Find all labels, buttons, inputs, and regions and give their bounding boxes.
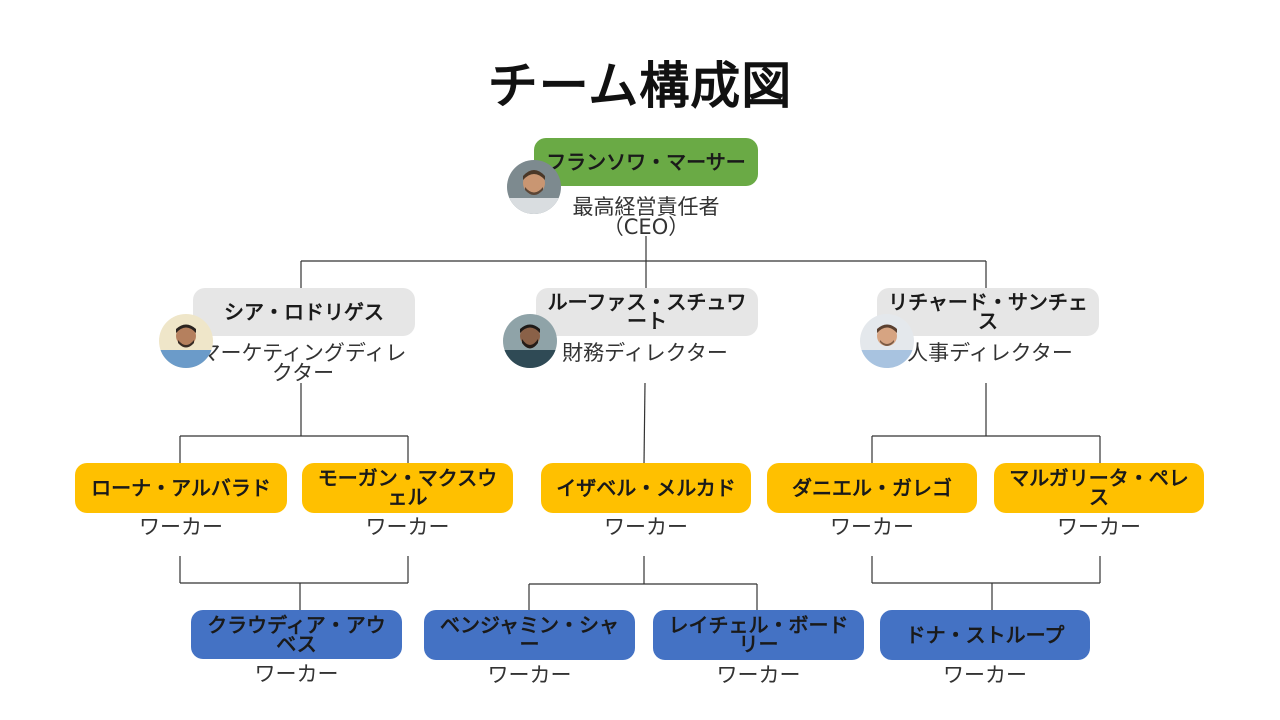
- worker-box-1[interactable]: ローナ・アルバラド: [75, 463, 287, 513]
- director-finance-box[interactable]: ルーファス・スチュワート: [536, 288, 758, 336]
- worker-role-2: ワーカー: [365, 515, 450, 539]
- worker-role-5: ワーカー: [1057, 515, 1141, 539]
- director-hr-role: 人事ディレクター: [907, 341, 1073, 365]
- director-finance-avatar: [503, 314, 557, 368]
- ceo-name-box[interactable]: フランソワ・マーサー: [534, 138, 758, 186]
- worker-box-4[interactable]: ダニエル・ガレゴ: [767, 463, 977, 513]
- director-hr-avatar: [860, 314, 914, 368]
- ceo-name: フランソワ・マーサー: [546, 149, 746, 174]
- subworker-name-2: ベンジャミン・シャー: [440, 613, 619, 656]
- director-marketing-avatar: [159, 314, 213, 368]
- subworker-name-1: クラウディア・アウベス: [207, 612, 386, 656]
- director-hr-name: リチャード・サンチェス: [888, 290, 1088, 333]
- subworker-box-2[interactable]: ベンジャミン・シャー: [424, 610, 635, 660]
- director-marketing-box[interactable]: シア・ロドリゲス: [193, 288, 415, 336]
- worker-name-2: モーガン・マクスウェル: [317, 466, 498, 509]
- ceo-avatar: [507, 160, 561, 214]
- director-hr-box[interactable]: リチャード・サンチェス: [877, 288, 1099, 336]
- subworker-role-1: ワーカー: [254, 662, 339, 686]
- subworker-role-3: ワーカー: [716, 663, 801, 687]
- ceo-role: 最高経営責任者（CEO）: [572, 195, 720, 239]
- worker-name-1: ローナ・アルバラド: [91, 475, 271, 500]
- director-finance-name: ルーファス・スチュワート: [547, 290, 747, 333]
- worker-box-2[interactable]: モーガン・マクスウェル: [302, 463, 513, 513]
- director-marketing-role: マーケティングディレクター: [199, 341, 407, 385]
- worker-role-3: ワーカー: [604, 515, 688, 539]
- subworker-box-3[interactable]: レイチェル・ボードリー: [653, 610, 864, 660]
- subworker-name-4: ドナ・ストループ: [905, 622, 1065, 647]
- worker-box-5[interactable]: マルガリータ・ペレス: [994, 463, 1204, 513]
- subworker-role-4: ワーカー: [943, 663, 1027, 687]
- worker-box-3[interactable]: イザベル・メルカド: [541, 463, 751, 513]
- worker-role-1: ワーカー: [139, 515, 223, 539]
- page-title: チーム構成図: [487, 57, 793, 115]
- director-finance-role: 財務ディレクター: [562, 341, 728, 365]
- subworker-name-3: レイチェル・ボードリー: [668, 613, 849, 656]
- subworker-box-1[interactable]: クラウディア・アウベス: [191, 610, 402, 659]
- subworker-box-4[interactable]: ドナ・ストループ: [880, 610, 1090, 660]
- worker-name-4: ダニエル・ガレゴ: [792, 475, 952, 500]
- worker-role-4: ワーカー: [830, 515, 914, 539]
- director-marketing-name: シア・ロドリゲス: [224, 299, 384, 324]
- subworker-role-2: ワーカー: [487, 663, 572, 687]
- worker-name-3: イザベル・メルカド: [556, 475, 736, 500]
- worker-name-5: マルガリータ・ペレス: [1009, 466, 1189, 509]
